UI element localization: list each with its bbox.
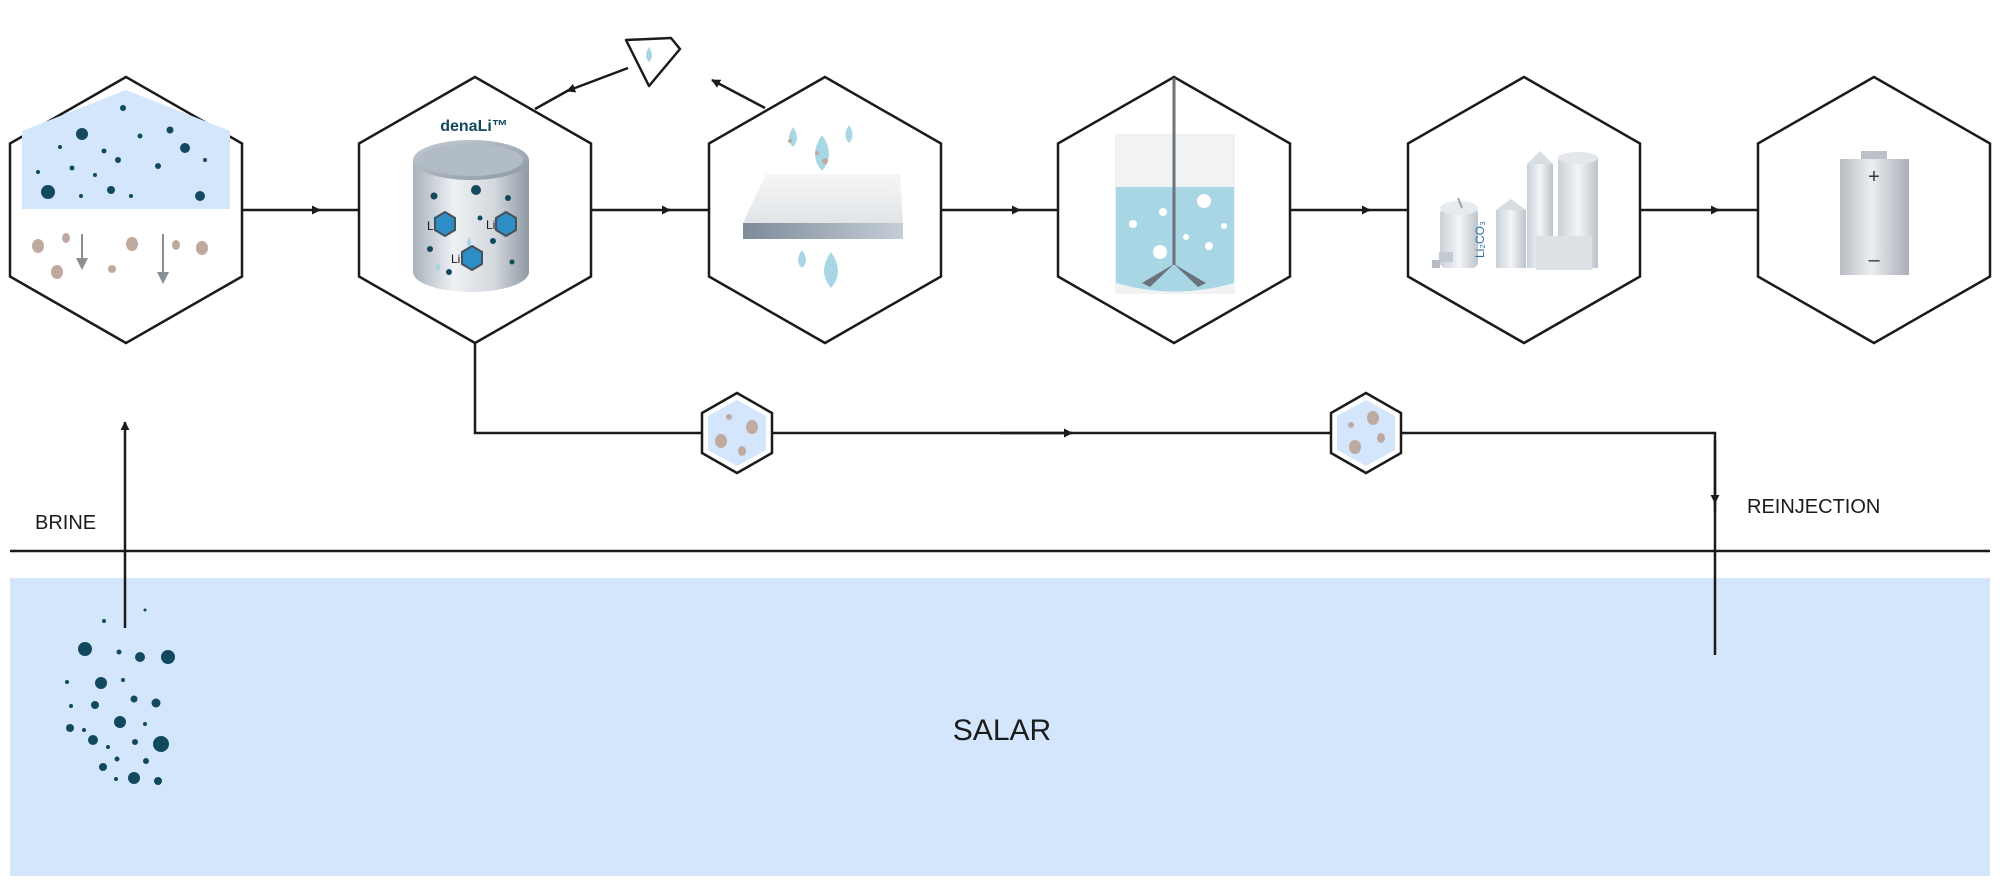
depleted-brine-node (1329, 391, 1403, 475)
mixing-tank-icon (1115, 78, 1235, 294)
li-label: Li (486, 218, 495, 232)
li-label: Li (427, 219, 436, 233)
li-label: Li (451, 252, 460, 266)
reinjection-path (473, 344, 1717, 512)
settling-tank-icon (22, 90, 230, 284)
recycle-return-arrow (711, 78, 766, 110)
salar-label: SALAR (953, 714, 1051, 747)
stage-carbonate-plant: Li₂CO₃ (1406, 75, 1642, 345)
stage-battery: + – (1756, 75, 1992, 345)
sorbent-vessel-icon: Li Li Li (413, 140, 529, 292)
li-sorbent-badge: Li (486, 210, 517, 238)
battery-icon: + – (1840, 151, 1909, 275)
reinjection-label: REINJECTION (1747, 496, 1880, 518)
recycle-water-icon (624, 36, 682, 88)
industrial-plant-icon: Li₂CO₃ (1432, 151, 1598, 270)
stage-membrane-filtration (707, 75, 943, 345)
recycle-feed-arrow (566, 66, 629, 93)
battery-plus: + (1868, 166, 1880, 188)
carbonate-label: Li₂CO₃ (1473, 221, 1487, 258)
stage-denali-extraction: denaLi™ Li Li Li (357, 75, 593, 345)
battery-minus: – (1868, 249, 1880, 271)
stage-precipitation (1056, 75, 1292, 345)
salar-region (10, 578, 1990, 876)
li-sorbent-badge: Li (427, 210, 456, 238)
recycle-feed-line (534, 88, 570, 111)
flow-connectors (120, 66, 1758, 655)
stage-brine-settling (8, 75, 244, 345)
brine-particles (65, 608, 175, 785)
membrane-filter-icon (743, 125, 903, 288)
depleted-brine-node (700, 391, 774, 475)
li-sorbent-badge: Li (451, 244, 483, 272)
brine-label: BRINE (35, 512, 96, 534)
brand-label: denaLi™ (440, 118, 508, 135)
